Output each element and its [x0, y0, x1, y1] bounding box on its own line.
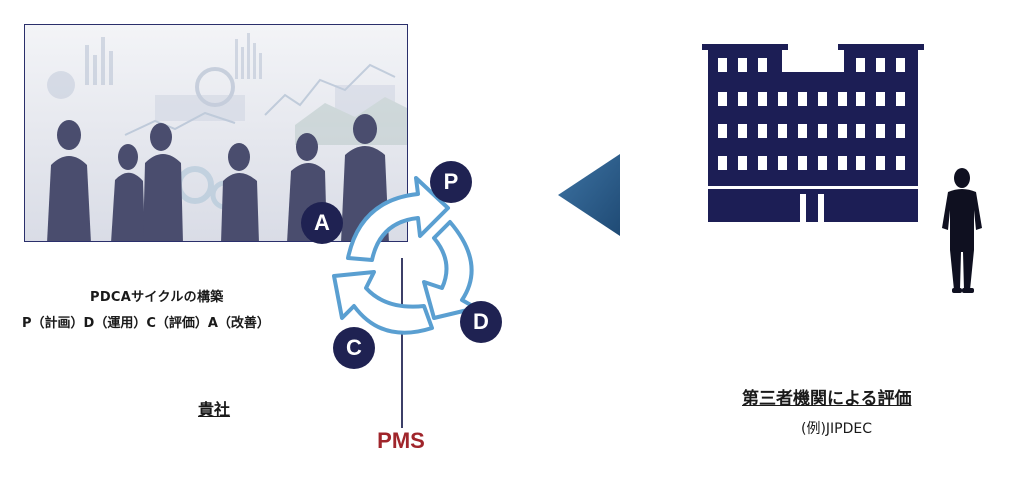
pdca-title: PDCAサイクルの構築: [90, 290, 224, 305]
office-building-icon: [702, 44, 924, 222]
standing-person-icon: [942, 168, 982, 293]
left-triangle-arrow-icon: [558, 154, 620, 236]
business-people-silhouette-image: [25, 25, 407, 241]
cycle-arrows-icon: [332, 176, 478, 335]
plan-badge: P: [430, 161, 472, 203]
pms-connector-line: [401, 258, 403, 428]
act-badge: A: [301, 202, 343, 244]
check-badge: C: [333, 327, 375, 369]
business-photo: [24, 24, 408, 242]
pdca-description: P（計画）D（運用）C（評価）A（改善）: [22, 316, 270, 331]
evaluator-example: (例)JIPDEC: [801, 421, 873, 437]
do-badge: D: [460, 301, 502, 343]
company-label: 貴社: [198, 400, 231, 419]
evaluator-title: 第三者機関による評価: [742, 389, 912, 409]
pms-label: PMS: [377, 428, 425, 453]
